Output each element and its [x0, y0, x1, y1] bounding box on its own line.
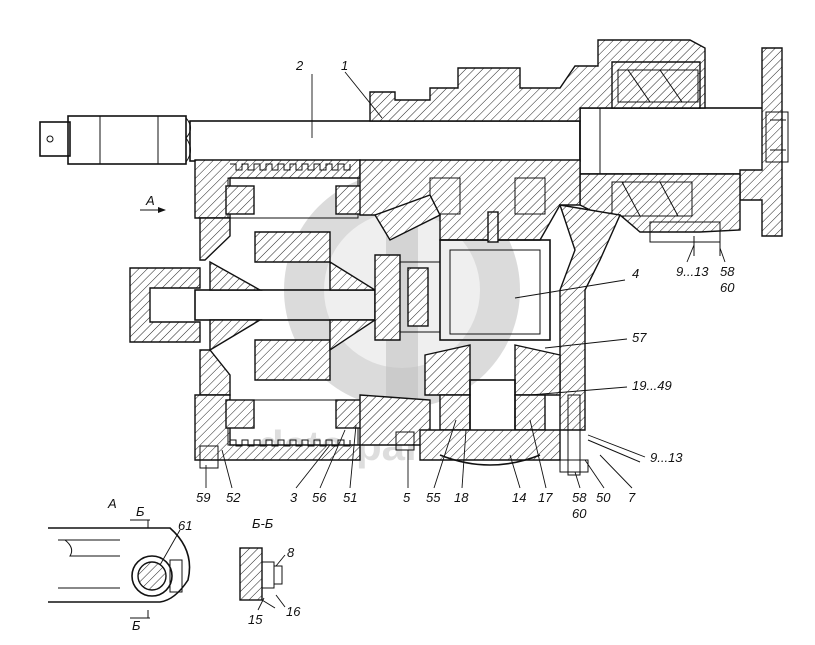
label-7: 7 — [628, 490, 636, 505]
label-19-49: 19...49 — [632, 378, 672, 393]
section-mark-top: Б — [136, 504, 145, 519]
label-2: 2 — [295, 58, 304, 73]
label-60-bottom: 60 — [572, 506, 587, 521]
section-mark-bottom: Б — [132, 618, 141, 633]
label-18: 18 — [454, 490, 469, 505]
label-60-top: 60 — [720, 280, 735, 295]
label-52: 52 — [226, 490, 241, 505]
upper-housing — [369, 39, 789, 237]
label-9-13-bottom: 9...13 — [650, 450, 683, 465]
detail-view-a: A Б Б — [48, 496, 191, 633]
view-a-arrow: A — [140, 193, 166, 213]
section-bb-title: Б-Б — [252, 516, 274, 531]
part-labels: 2 1 4 57 19...49 9...13 9...13 58 60 59 … — [178, 58, 735, 627]
label-51: 51 — [343, 490, 357, 505]
label-17: 17 — [538, 490, 553, 505]
label-15: 15 — [248, 612, 263, 627]
label-14: 14 — [512, 490, 526, 505]
detail-view-a-title: A — [107, 496, 117, 511]
label-58-bottom: 58 — [572, 490, 587, 505]
label-50: 50 — [596, 490, 611, 505]
leader-lines — [159, 71, 726, 611]
view-a-arrow-label: A — [145, 193, 155, 208]
label-59: 59 — [196, 490, 210, 505]
label-56: 56 — [312, 490, 327, 505]
label-4: 4 — [632, 266, 639, 281]
label-9-13-top: 9...13 — [676, 264, 709, 279]
label-58-top: 58 — [720, 264, 735, 279]
label-16: 16 — [286, 604, 301, 619]
section-bb: Б-Б — [239, 516, 283, 609]
label-3: 3 — [290, 490, 298, 505]
label-5: 5 — [403, 490, 411, 505]
label-61: 61 — [178, 518, 192, 533]
label-8: 8 — [287, 545, 295, 560]
label-1: 1 — [341, 58, 348, 73]
differential-carrier — [129, 159, 641, 476]
label-55: 55 — [426, 490, 441, 505]
label-57: 57 — [632, 330, 647, 345]
